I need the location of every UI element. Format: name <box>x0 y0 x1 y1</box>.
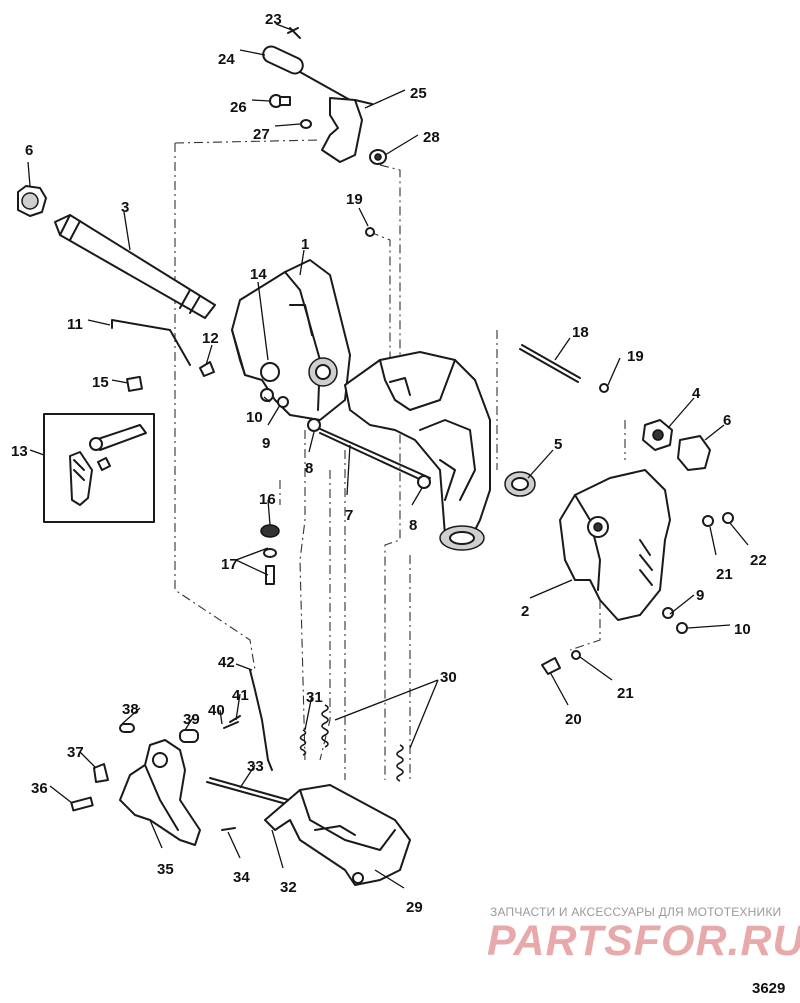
watermark-logo-text: PARTSFOR.RU <box>487 917 800 965</box>
callout-c16: 16 <box>259 491 276 508</box>
callout-c21a: 21 <box>716 566 733 583</box>
tilt-tube-and-nut <box>17 185 216 319</box>
lock-lever-box <box>43 413 155 523</box>
callout-c11: 11 <box>67 316 83 333</box>
callout-c36: 36 <box>31 780 48 797</box>
callout-c5: 5 <box>554 436 562 453</box>
lower-slide-assembly <box>206 777 411 886</box>
callout-c10b: 10 <box>734 621 751 638</box>
callout-c12: 12 <box>202 330 219 347</box>
callout-c37: 37 <box>67 744 84 761</box>
callout-c19a: 19 <box>346 191 363 208</box>
callout-c28: 28 <box>423 129 440 146</box>
diagram-reference-number: 3629 <box>752 980 786 997</box>
callout-c40: 40 <box>208 702 225 719</box>
washer-and-bolt <box>260 524 280 585</box>
callout-c42: 42 <box>218 654 235 671</box>
callout-c34: 34 <box>233 869 250 886</box>
callout-c33: 33 <box>247 758 264 775</box>
link-rod-parts <box>111 319 215 392</box>
callout-c39: 39 <box>183 711 200 728</box>
callout-c22: 22 <box>750 552 767 569</box>
springs-and-rod <box>119 669 404 782</box>
callout-c38: 38 <box>122 701 139 718</box>
lower-bracket <box>70 739 201 846</box>
callout-c8b: 8 <box>409 517 417 534</box>
callout-c30: 30 <box>440 669 457 686</box>
callout-c1: 1 <box>301 236 309 253</box>
callout-c9a: 9 <box>262 435 270 452</box>
callout-c15: 15 <box>92 374 109 391</box>
callout-c21b: 21 <box>617 685 634 702</box>
callout-c7: 7 <box>345 507 353 524</box>
callout-c3: 3 <box>121 199 129 216</box>
callout-c9b: 9 <box>696 587 704 604</box>
watermark-tagline: ЗАПЧАСТИ И АКСЕССУАРЫ ДЛЯ МОТОТЕХНИКИ <box>490 905 782 919</box>
callout-c10a: 10 <box>246 409 263 426</box>
callout-c20: 20 <box>565 711 582 728</box>
callout-c35: 35 <box>157 861 174 878</box>
callout-c27: 27 <box>253 126 270 143</box>
callout-c26: 26 <box>230 99 247 116</box>
callout-c41: 41 <box>232 687 249 704</box>
callout-c6b: 6 <box>723 412 731 429</box>
callout-c8a: 8 <box>305 460 313 477</box>
callout-c17: 17 <box>221 556 238 573</box>
callout-c23: 23 <box>265 11 282 28</box>
callout-c32: 32 <box>280 879 297 896</box>
callout-c18: 18 <box>572 324 589 341</box>
callout-c2: 2 <box>521 603 529 620</box>
shaft-and-washers <box>260 388 431 489</box>
lever-assembly-top <box>262 27 387 165</box>
assembly-guide-lines <box>174 139 626 780</box>
callout-c31: 31 <box>306 689 323 706</box>
callout-c25: 25 <box>410 85 427 102</box>
right-clamp-parts <box>365 227 734 675</box>
callout-c4: 4 <box>692 385 701 402</box>
center-swivel-housing <box>344 351 491 551</box>
callout-c13: 13 <box>11 443 28 460</box>
callout-c29: 29 <box>406 899 423 916</box>
leader-lines <box>27 23 749 889</box>
callout-c14: 14 <box>250 266 267 283</box>
callout-c19b: 19 <box>627 348 644 365</box>
callout-c6a: 6 <box>25 142 33 159</box>
swivel-bracket-left <box>231 259 351 421</box>
callout-c24: 24 <box>218 51 235 68</box>
